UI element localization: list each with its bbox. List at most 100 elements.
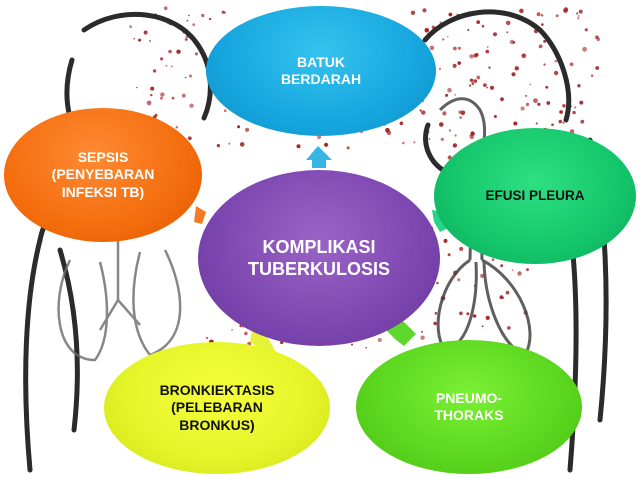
droplet-dot <box>239 142 245 147</box>
droplet-dot <box>163 6 168 10</box>
droplet-dot <box>377 338 382 342</box>
droplet-dot <box>171 96 175 100</box>
droplet-dot <box>559 110 563 114</box>
droplet-dot <box>489 85 495 90</box>
node-batuk-berdarah: BATUK BERDARAH <box>206 6 436 136</box>
droplet-dot <box>184 38 188 41</box>
node-efusi-pleura: EFUSI PLEURA <box>434 128 636 264</box>
droplet-dot <box>468 84 472 87</box>
droplet-dot <box>511 269 514 272</box>
droplet-dot <box>188 74 193 78</box>
droplet-dot <box>517 271 522 276</box>
droplet-dot <box>506 31 509 34</box>
droplet-dot <box>520 106 525 111</box>
node-center-komplikasi: KOMPLIKASI TUBERKULOSIS <box>198 170 440 346</box>
droplet-dot <box>467 29 470 31</box>
droplet-dot <box>216 143 221 148</box>
droplet-dot <box>481 325 484 328</box>
droplet-dot <box>454 94 457 96</box>
droplet-dot <box>486 46 489 48</box>
droplet-dot <box>410 10 416 15</box>
droplet-dot <box>421 110 426 115</box>
droplet-dot <box>577 17 580 20</box>
droplet-dot <box>420 330 424 333</box>
droplet-dot <box>500 264 504 268</box>
droplet-dot <box>148 39 152 43</box>
droplet-dot <box>511 72 516 77</box>
droplet-dot <box>346 146 350 150</box>
droplet-dot <box>422 8 427 13</box>
droplet-dot <box>223 11 226 14</box>
droplet-dot <box>419 109 422 112</box>
droplet-dot <box>154 113 158 117</box>
droplet-dot <box>483 83 487 87</box>
droplet-dot <box>439 68 441 70</box>
droplet-dot <box>457 278 461 282</box>
droplet-dot <box>448 129 452 132</box>
droplet-dot <box>562 104 566 108</box>
droplet-dot <box>525 94 528 97</box>
droplet-dot <box>457 46 461 50</box>
arrow-to-batuk <box>306 146 332 168</box>
droplet-dot <box>136 86 138 89</box>
droplet-dot <box>470 131 475 136</box>
node-bronkiektasis-label: BRONKIEKTASIS (PELEBARAN BRONKUS) <box>159 381 275 433</box>
droplet-dot <box>187 136 192 141</box>
droplet-dot <box>175 126 178 129</box>
droplet-dot <box>245 127 250 132</box>
node-sepsis: SEPSIS (PENYEBARAN INFEKSI TB) <box>4 108 202 242</box>
droplet-dot <box>514 66 519 71</box>
droplet-dot <box>551 123 554 126</box>
arrow-to-bronkiektasis <box>250 330 276 352</box>
droplet-dot <box>224 109 227 112</box>
droplet-dot <box>493 115 497 118</box>
droplet-dot <box>533 98 538 104</box>
droplet-dot <box>402 141 405 145</box>
droplet-dot <box>480 273 485 278</box>
droplet-dot <box>505 20 511 26</box>
droplet-dot <box>459 116 462 119</box>
droplet-dot <box>590 74 594 77</box>
droplet-dot <box>459 246 464 251</box>
droplet-dot <box>365 346 368 349</box>
droplet-dot <box>442 38 445 41</box>
droplet-dot <box>399 121 404 126</box>
droplet-dot <box>469 134 474 140</box>
droplet-dot <box>473 79 478 83</box>
droplet-dot <box>454 134 457 137</box>
node-pneumothoraks: PNEUMO- THORAKS <box>356 340 582 474</box>
droplet-dot <box>505 290 510 295</box>
droplet-dot <box>485 315 490 320</box>
node-center-label: KOMPLIKASI TUBERKULOSIS <box>247 236 390 280</box>
droplet-dot <box>574 106 577 109</box>
droplet-dot <box>192 23 196 26</box>
droplet-dot <box>469 78 474 83</box>
droplet-dot <box>491 258 495 262</box>
droplet-dot <box>584 28 588 32</box>
droplet-dot <box>445 93 449 97</box>
droplet-dot <box>420 335 425 340</box>
droplet-dot <box>433 321 437 326</box>
droplet-dot <box>201 13 205 18</box>
droplet-dot <box>447 253 451 257</box>
droplet-dot <box>485 49 490 54</box>
droplet-dot <box>439 122 444 127</box>
droplet-dot <box>500 97 504 102</box>
droplet-dot <box>168 49 172 54</box>
droplet-dot <box>324 142 329 147</box>
node-bronkiektasis: BRONKIEKTASIS (PELEBARAN BRONKUS) <box>104 342 330 474</box>
droplet-dot <box>296 144 301 149</box>
droplet-dot <box>579 100 584 105</box>
droplet-dot <box>143 30 148 35</box>
droplet-dot <box>351 343 353 346</box>
droplet-dot <box>513 121 518 126</box>
droplet-dot <box>458 110 463 114</box>
droplet-dot <box>205 336 209 340</box>
droplet-dot <box>146 100 152 106</box>
droplet-dot <box>440 137 444 141</box>
droplet-dot <box>507 326 511 330</box>
droplet-dot <box>578 9 583 14</box>
droplet-dot <box>413 141 416 144</box>
droplet-dot <box>519 8 524 14</box>
droplet-dot <box>529 83 532 86</box>
